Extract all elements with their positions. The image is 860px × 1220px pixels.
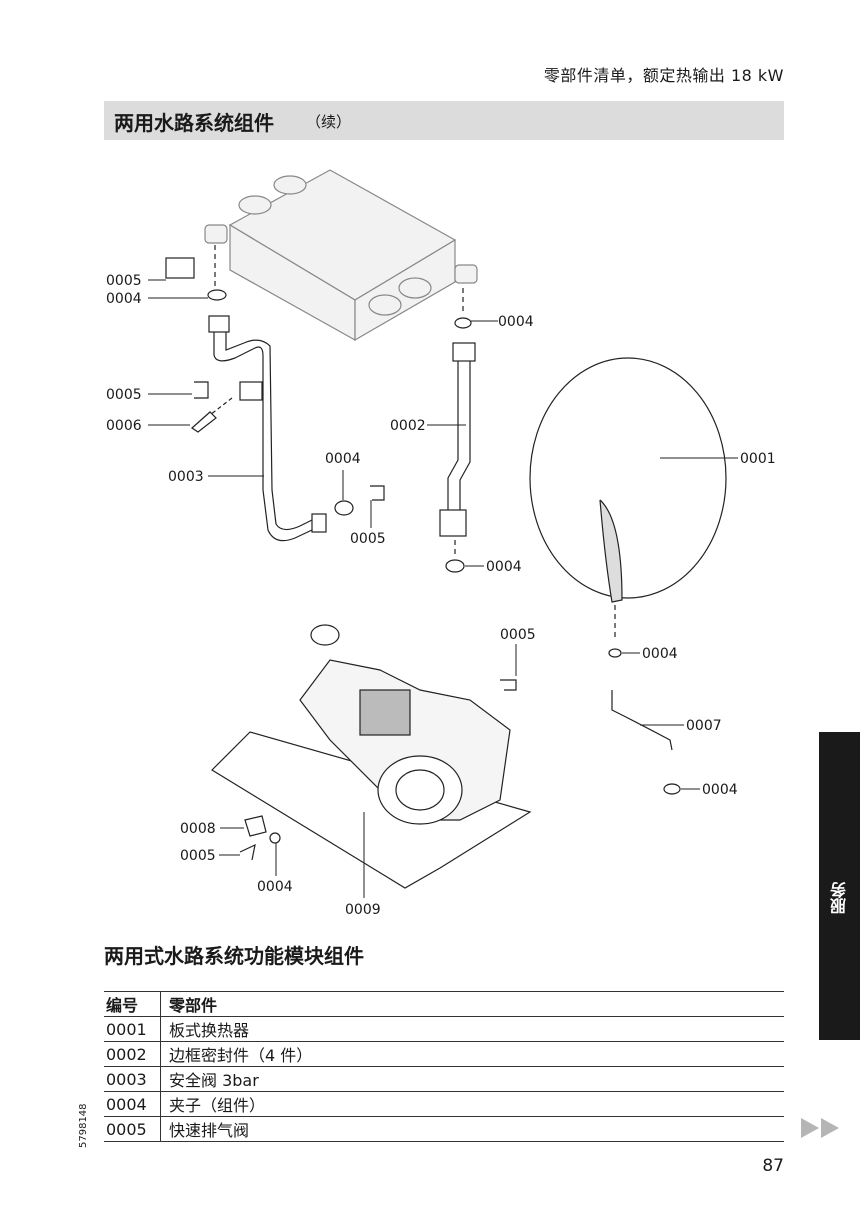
- callout-0002: 0002: [390, 418, 426, 434]
- part-name: 安全阀 3bar: [160, 1066, 784, 1092]
- callout-0008: 0008: [180, 821, 216, 837]
- exploded-parts-diagram: 0005 0004 0004 0005 0006 0002 0001 0004 …: [106, 169, 776, 918]
- callout-0003: 0003: [168, 469, 204, 485]
- hydraulic-module-0009: [211, 624, 532, 889]
- seal-0004-lower-left: [269, 832, 281, 844]
- section-title-suffix: （续）: [306, 113, 352, 131]
- side-section-tab[interactable]: 服务: [819, 732, 860, 1040]
- table-row: 0002 边框密封件（4 件）: [104, 1041, 784, 1067]
- page-number: 87: [762, 1156, 784, 1176]
- callout-0001: 0001: [740, 451, 776, 467]
- column-header-part: 零部件: [160, 991, 784, 1017]
- callout-0004-b: 0004: [498, 314, 534, 330]
- callout-0005-b: 0005: [106, 387, 142, 403]
- part-name: 夹子（组件）: [160, 1091, 784, 1117]
- callout-0007: 0007: [686, 718, 722, 734]
- document-number: 5798148: [78, 1103, 89, 1148]
- pipe-0002: [439, 317, 476, 573]
- column-header-code: 编号: [104, 991, 161, 1017]
- part-name: 板式换热器: [160, 1016, 784, 1042]
- part-code: 0001: [104, 1016, 161, 1042]
- page-header-title: 零部件清单，额定热输出 18 kW: [543, 66, 784, 85]
- table-header-row: 编号 零部件: [104, 991, 784, 1017]
- subsection-title: 两用式水路系统功能模块组件: [104, 944, 364, 968]
- double-triangle-right-icon[interactable]: [801, 1118, 843, 1138]
- callout-0005-d: 0005: [500, 627, 536, 643]
- table-row: 0001 板式换热器: [104, 1016, 784, 1042]
- parts-table: 编号 零部件 0001 板式换热器 0002 边框密封件（4 件） 0003 安…: [104, 991, 784, 1142]
- clip-0005-bottom: [239, 843, 256, 861]
- callout-0004-a: 0004: [106, 291, 142, 307]
- callout-0006: 0006: [106, 418, 142, 434]
- clip-0005-lower: [500, 679, 517, 691]
- part-code: 0004: [104, 1091, 161, 1117]
- part-0008: [244, 815, 267, 837]
- heat-exchanger-block: [204, 169, 478, 342]
- seal-0004-vessel: [608, 648, 622, 658]
- callout-0004-f: 0004: [702, 782, 738, 798]
- callout-0005-a: 0005: [106, 273, 142, 289]
- side-tab-label: 服务: [830, 882, 849, 914]
- seal-0004-lower-mid: [445, 559, 465, 573]
- callout-0004-g: 0004: [257, 879, 293, 895]
- clip-0005-mid: [194, 381, 209, 399]
- part-code: 0005: [104, 1116, 161, 1142]
- callout-0004-d: 0004: [486, 559, 522, 575]
- callout-0004-c: 0004: [325, 451, 361, 467]
- expansion-vessel-0001: [500, 357, 727, 795]
- part-code: 0003: [104, 1066, 161, 1092]
- table-row: 0004 夹子（组件）: [104, 1091, 784, 1117]
- seal-0004-bottom-right: [663, 783, 681, 795]
- clip-0005-top: [165, 257, 195, 279]
- callout-0004-e: 0004: [642, 646, 678, 662]
- part-name: 快速排气阀: [160, 1116, 784, 1142]
- pipe-0007: [611, 690, 673, 751]
- clip-0005-right: [370, 485, 385, 501]
- vent-0006: [191, 411, 217, 433]
- part-name: 边框密封件（4 件）: [160, 1041, 784, 1067]
- table-row: 0005 快速排气阀: [104, 1116, 784, 1142]
- part-code: 0002: [104, 1041, 161, 1067]
- seal-0004-mid: [334, 500, 354, 516]
- callout-0009: 0009: [345, 902, 381, 918]
- section-title: 两用水路系统组件: [114, 111, 274, 135]
- callout-0005-c: 0005: [350, 531, 386, 547]
- pipe-0003: [165, 257, 385, 542]
- table-row: 0003 安全阀 3bar: [104, 1066, 784, 1092]
- callout-0005-e: 0005: [180, 848, 216, 864]
- seal-0004-top-left: [207, 289, 227, 301]
- section-heading-bar: 两用水路系统组件 （续）: [104, 101, 784, 140]
